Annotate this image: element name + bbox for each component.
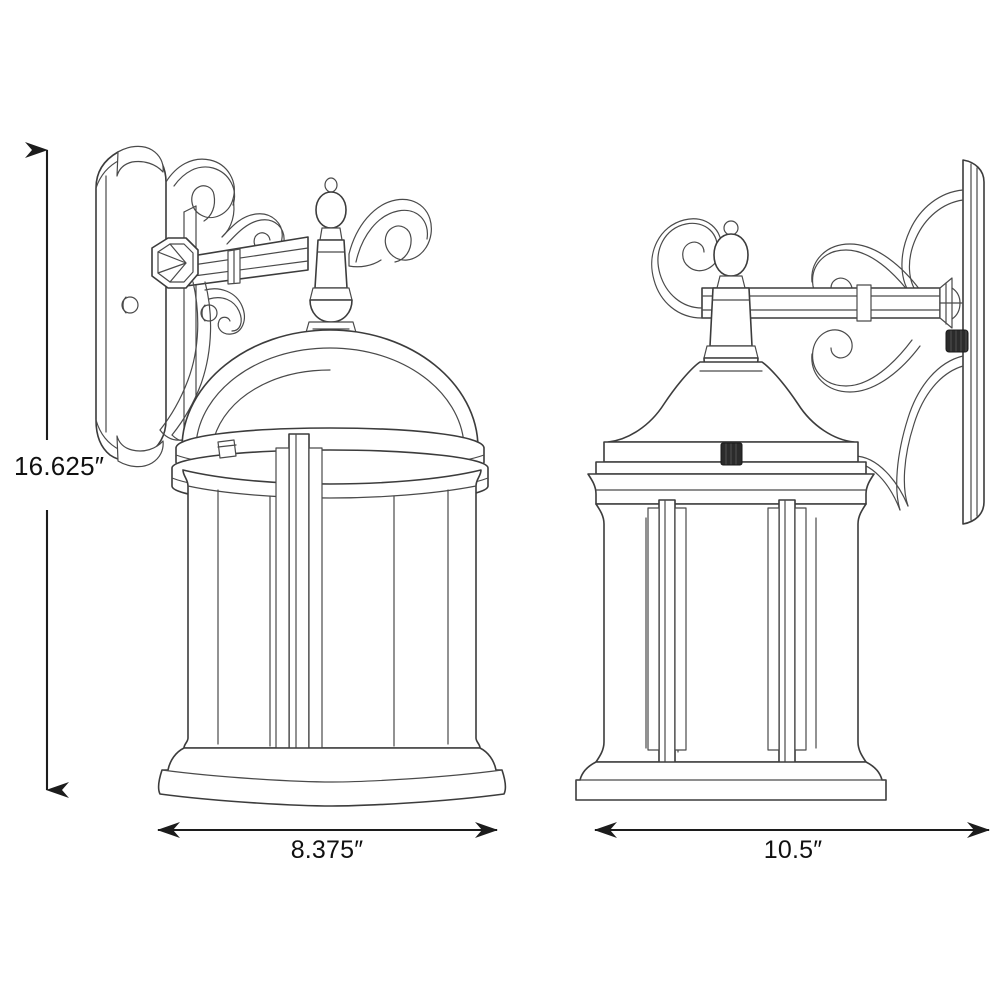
height-dimension: 16.625″ <box>14 142 104 798</box>
flared-base-skirt <box>157 747 507 807</box>
rectangular-glass-body <box>595 503 867 763</box>
height-dimension-label: 16.625″ <box>14 451 104 481</box>
mounting-thumbscrew <box>945 329 969 353</box>
width-right-dimension: 10.5″ <box>594 822 990 864</box>
vertical-mullion-bar-right <box>767 499 807 777</box>
flared-bell-roof <box>607 361 855 443</box>
wall-mount-backplate-front <box>962 159 985 525</box>
lantern-front-view <box>575 159 985 801</box>
octagonal-arm-boss <box>151 237 199 289</box>
top-finial <box>304 177 358 337</box>
cylindrical-glass-body <box>182 469 482 749</box>
roof-cornice-bands-front <box>587 441 875 505</box>
wall-mount-backplate <box>95 145 218 468</box>
vertical-mullion-bar-left <box>647 499 687 777</box>
width-left-dimension-label: 8.375″ <box>291 836 364 864</box>
scroll-bracket-arm-front <box>701 277 969 353</box>
width-left-dimension: 8.375″ <box>157 822 498 864</box>
latch-thumbscrew-front <box>720 442 743 466</box>
width-right-dimension-label: 10.5″ <box>764 836 823 864</box>
domed-roof <box>181 329 479 449</box>
stepped-base-plinth <box>575 761 887 801</box>
latch-thumbscrew <box>217 439 237 459</box>
decorative-scrollwork-right <box>348 198 432 268</box>
scroll-bracket-support <box>159 281 245 441</box>
lantern-side-view <box>95 145 507 807</box>
vertical-mullion-bar <box>275 433 323 773</box>
